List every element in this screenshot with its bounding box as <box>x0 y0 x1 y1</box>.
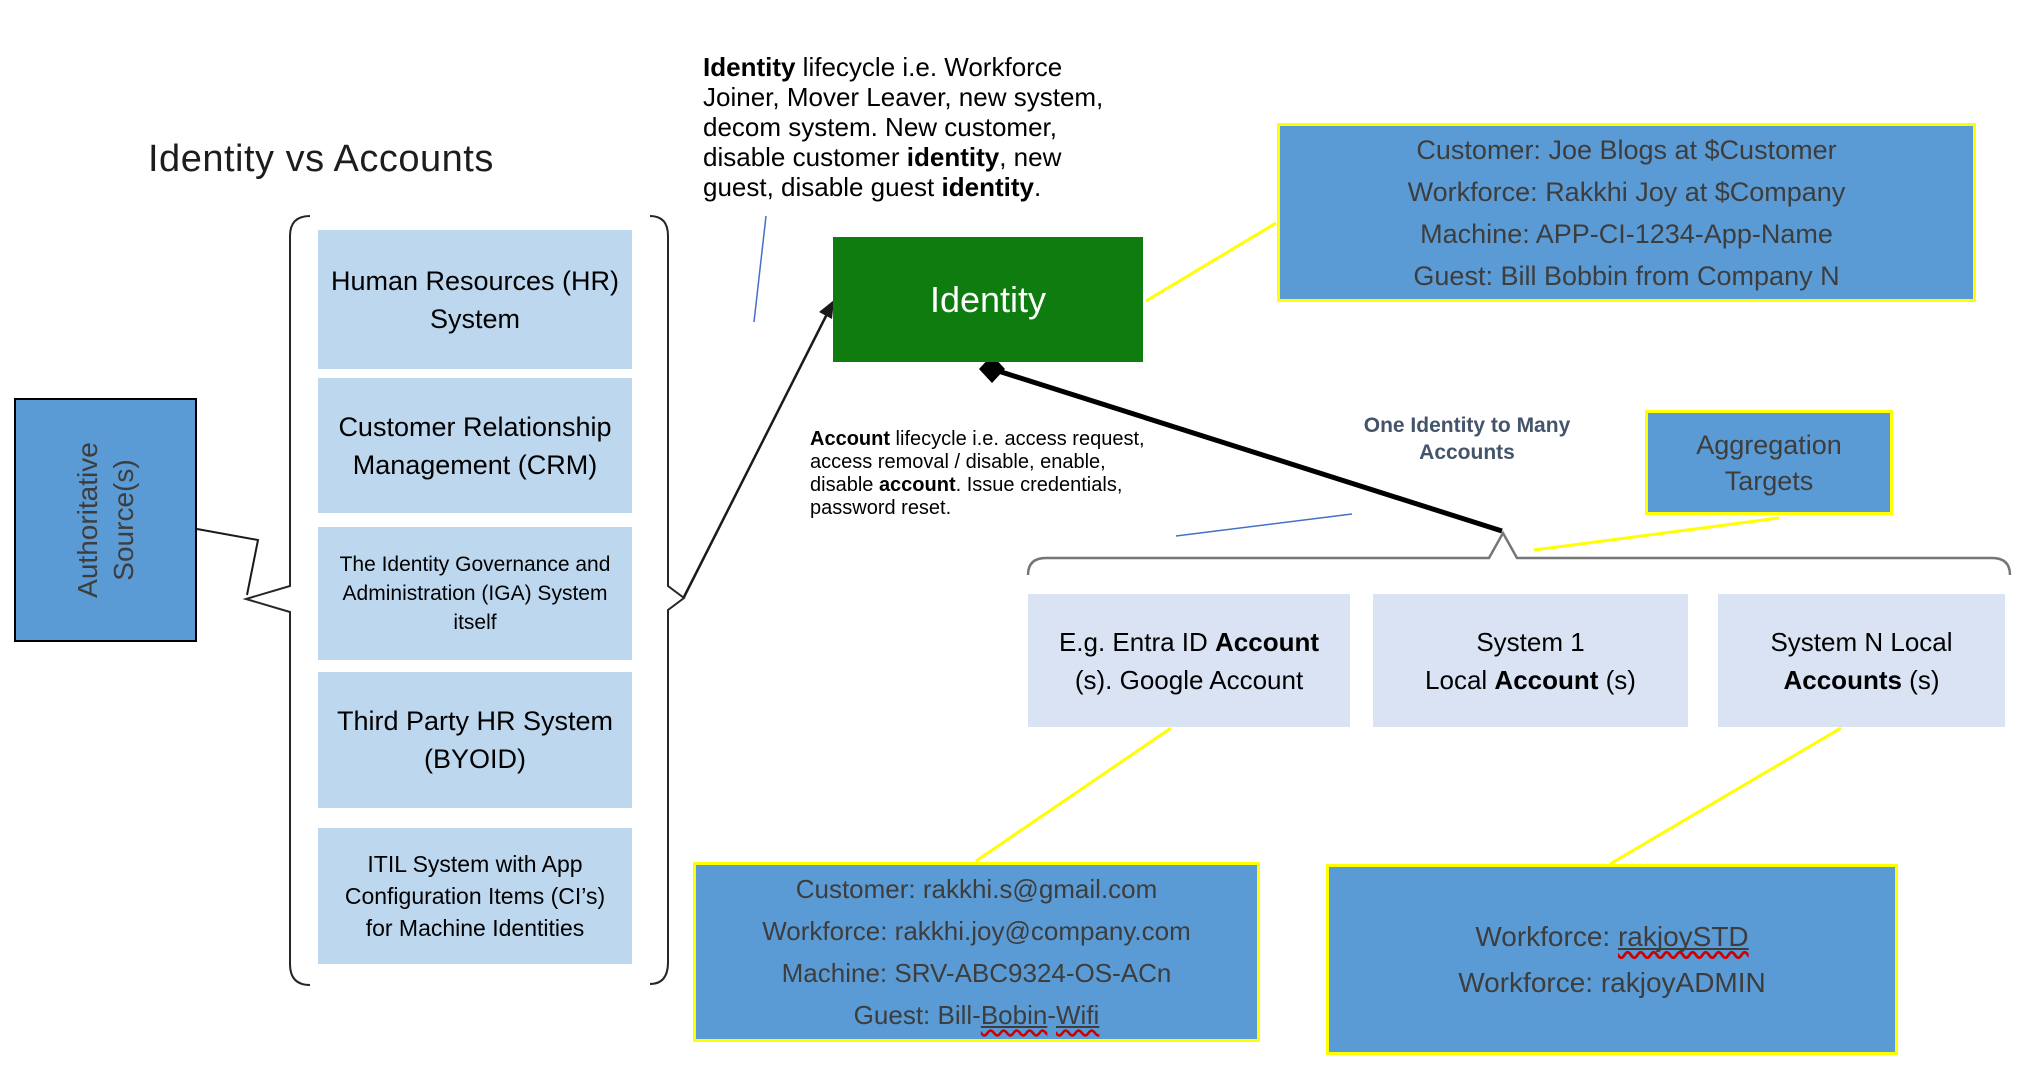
identity-box: Identity <box>833 237 1143 362</box>
source-box-hr-system: Human Resources (HR) System <box>318 230 632 369</box>
target-box-entra-id: E.g. Entra ID Account (s). Google Accoun… <box>1028 594 1350 727</box>
targets-top-brace <box>1026 530 2012 576</box>
left-brace <box>242 215 311 986</box>
account-lifecycle-note: Account lifecycle i.e. access request, a… <box>810 428 1145 519</box>
identity-lifecycle-note: Identity lifecycle i.e. Workforce Joiner… <box>703 52 1104 202</box>
page-title: Identity vs Accounts <box>148 138 494 180</box>
target-box-systemn: System N Local Accounts (s) <box>1718 594 2005 727</box>
one-identity-to-many-accounts-label: One Identity to Many Accounts <box>1363 414 1571 464</box>
authoritative-connector-line <box>196 528 260 596</box>
sources-to-identity-arrowhead <box>819 300 834 319</box>
source-box-third-party-hr: Third Party HR System (BYOID) <box>318 672 632 808</box>
identity-box-label: Identity <box>929 278 1047 320</box>
source-box-itil-system: ITIL System with App Configuration Items… <box>318 828 632 964</box>
aggregation-to-brace-line <box>1533 516 1780 552</box>
source-box-crm: Customer Relationship Management (CRM) <box>318 378 632 513</box>
right-brace <box>649 215 686 985</box>
identity-note-callout-line <box>753 215 767 323</box>
account-examples-left-box: Customer: rakkhi.s@gmail.com Workforce: … <box>693 862 1260 1042</box>
authoritative-source-box: Authoritative Source(s) <box>14 398 197 642</box>
source-box-iga-system: The Identity Governance and Administrati… <box>318 527 632 660</box>
identity-examples-box: Customer: Joe Blogs at $Customer Workfor… <box>1277 123 1976 302</box>
identity-to-examples-line <box>1145 221 1277 303</box>
account-note-callout-line <box>1175 513 1353 537</box>
aggregation-targets-box: Aggregation Targets <box>1645 410 1893 515</box>
target-box-system1: System 1 Local Account (s) <box>1373 594 1688 727</box>
authoritative-source-label: Authoritative Source(s) <box>71 442 139 598</box>
account-examples-right-box: Workforce: rakjoySTD Workforce: rakjoyAD… <box>1326 864 1898 1055</box>
entra-to-examples-line <box>975 726 1172 863</box>
systemn-to-examples-line <box>1609 726 1842 866</box>
sources-to-identity-arrow <box>682 313 829 598</box>
